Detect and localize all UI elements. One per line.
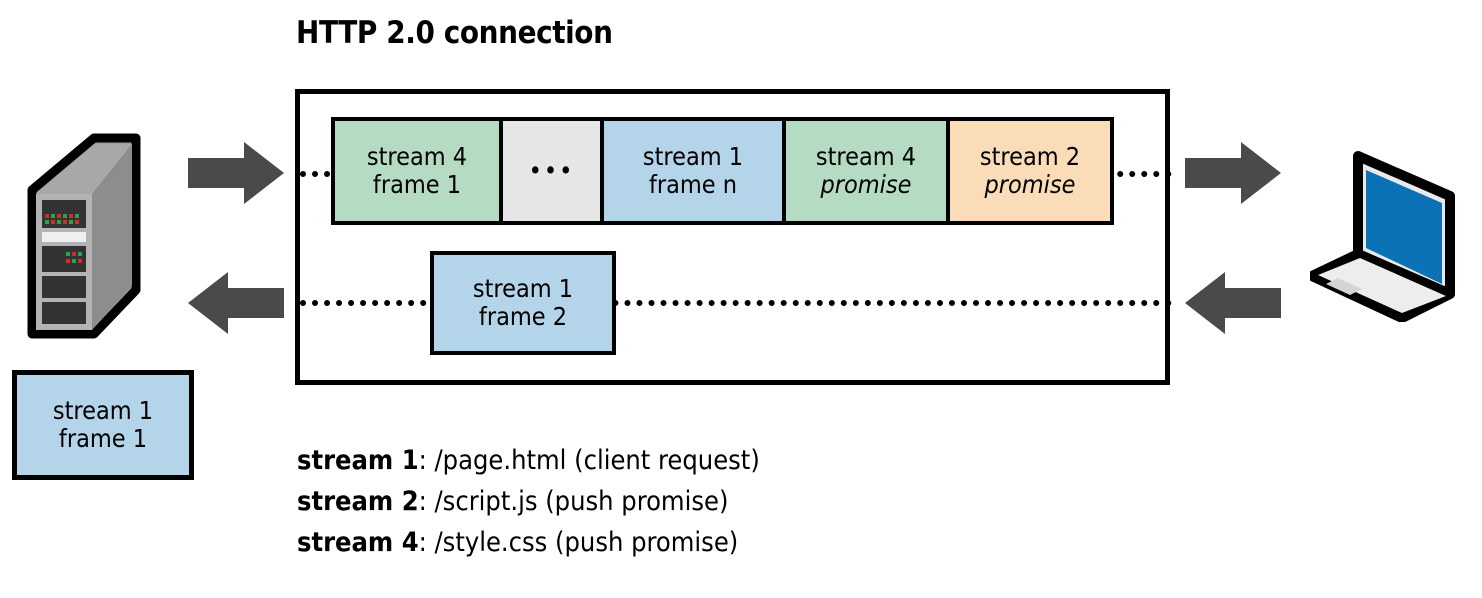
arrow-left-icon (1185, 272, 1281, 338)
laptop-icon (1307, 134, 1472, 326)
frame-label-line2: promise (820, 170, 912, 199)
legend-row-stream4: stream 4: /style.css (push promise) (297, 522, 760, 563)
response-channel-line (300, 300, 1172, 306)
frame-label-line1: stream 4 (366, 141, 468, 171)
arrow-right-icon (1185, 142, 1281, 208)
frame-label-line2: frame 1 (372, 170, 462, 199)
frame-stream4-promise[interactable]: stream 4 promise (782, 117, 950, 225)
request-frame-strip: stream 4 frame 1 ••• stream 1 frame n st… (331, 117, 1114, 225)
frame-label-line2: frame 1 (58, 424, 148, 453)
frame-stream2-promise[interactable]: stream 2 promise (946, 117, 1114, 225)
legend-key: stream 2 (297, 486, 419, 517)
frame-label-line1: stream 1 (642, 141, 744, 171)
frame-label-line2: frame 2 (478, 302, 568, 331)
frame-label-line1: stream 1 (472, 273, 574, 303)
frame-label-line2: frame n (648, 170, 738, 199)
legend-value: : /style.css (push promise) (418, 527, 739, 558)
legend-value: : /script.js (push promise) (418, 486, 729, 517)
frame-label-line1: stream 2 (979, 141, 1081, 171)
frame-stream1-frame2[interactable]: stream 1 frame 2 (430, 251, 616, 355)
frame-stream1-framen[interactable]: stream 1 frame n (600, 117, 786, 225)
frame-detached-stream1-frame1[interactable]: stream 1 frame 1 (12, 370, 194, 480)
page-title: HTTP 2.0 connection (296, 15, 613, 51)
stream-legend: stream 1: /page.html (client request) st… (297, 440, 760, 563)
legend-key: stream 4 (297, 527, 419, 558)
legend-value: : /page.html (client request) (418, 445, 760, 476)
frame-label-line1: stream 4 (815, 141, 917, 171)
ellipsis-glyph: ••• (528, 155, 575, 185)
server-icon (22, 128, 142, 348)
legend-row-stream1: stream 1: /page.html (client request) (297, 440, 760, 481)
arrow-left-icon (188, 272, 284, 338)
frame-label-line2: promise (984, 170, 1076, 199)
http2-connection-container (295, 89, 1170, 385)
frame-ellipsis: ••• (499, 117, 604, 225)
frame-stream4-frame1[interactable]: stream 4 frame 1 (331, 117, 503, 225)
legend-key: stream 1 (297, 445, 419, 476)
frame-label-line1: stream 1 (52, 395, 154, 425)
legend-row-stream2: stream 2: /script.js (push promise) (297, 481, 760, 522)
arrow-right-icon (188, 142, 284, 208)
